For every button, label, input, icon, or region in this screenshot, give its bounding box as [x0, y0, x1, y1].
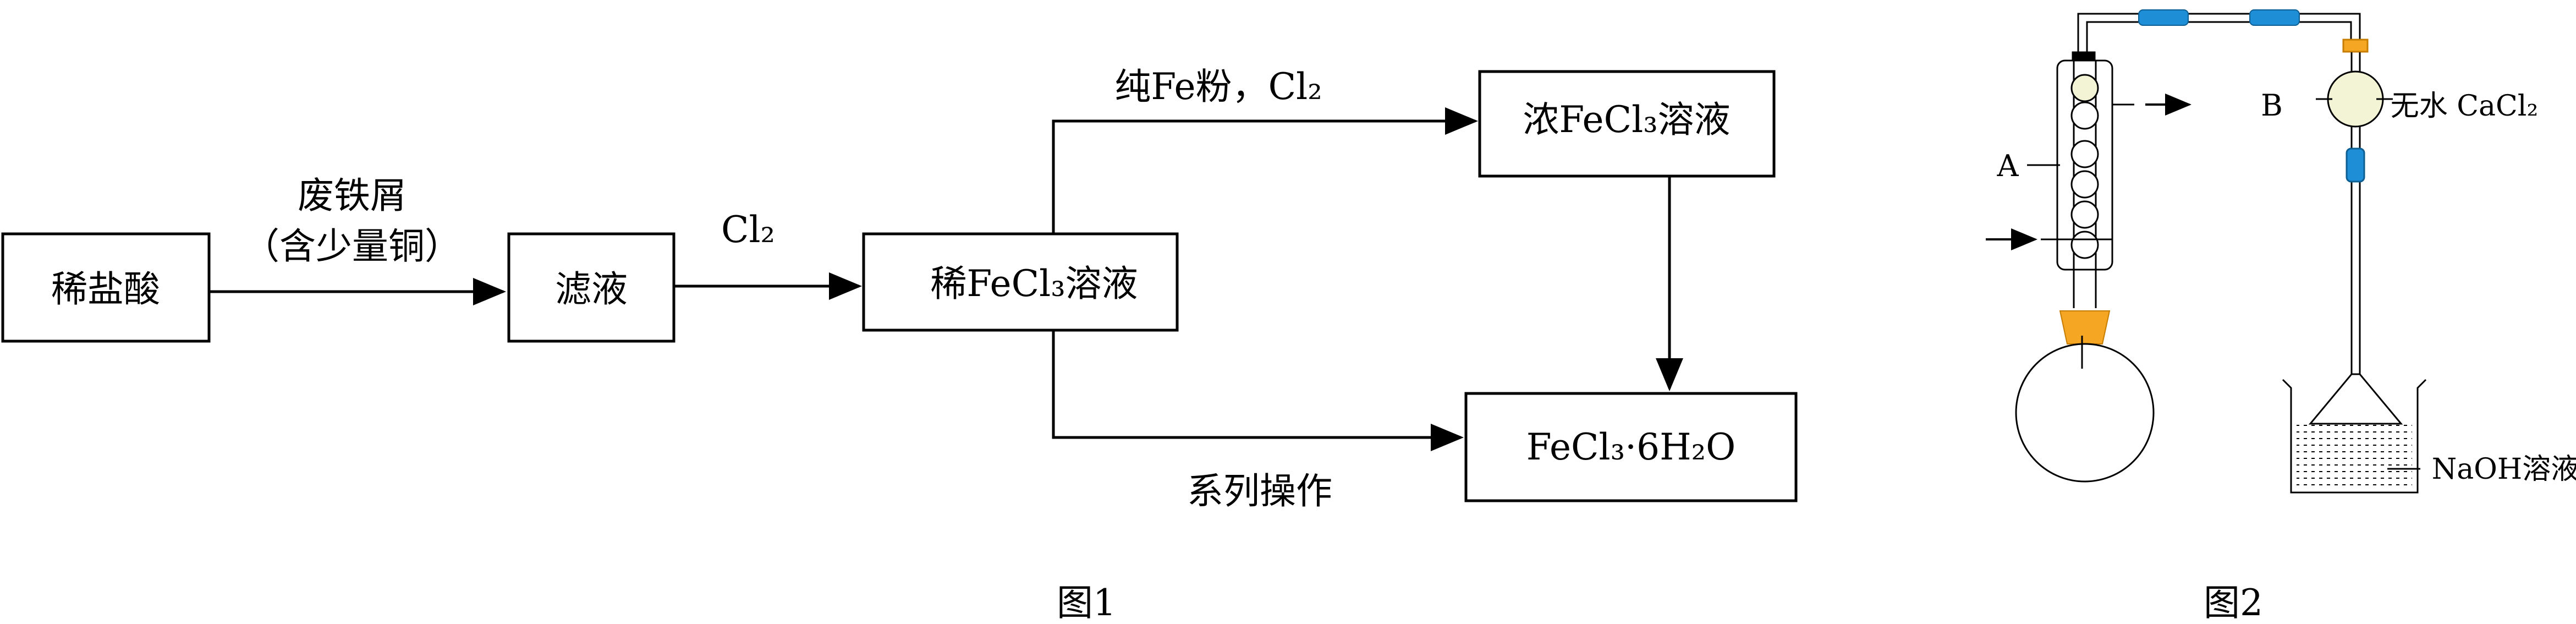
label-a: A: [1997, 149, 2019, 183]
rubber-connectors: [2138, 9, 2300, 26]
label-product: FeCl₃·6H₂O: [1526, 426, 1735, 468]
drying-tube-b: [2316, 39, 2393, 374]
figure1-flowchart: [1, 70, 1798, 502]
label-naoh-solution: NaOH溶液: [2432, 453, 2576, 486]
arrow-dilute-to-conc: [1052, 107, 1478, 234]
label-dilute-hcl: 稀盐酸: [51, 268, 160, 310]
label-cl2: Cl₂: [721, 209, 775, 251]
label-fe-powder-cl2: 纯Fe粉，Cl₂: [1114, 65, 1322, 108]
delivery-tube: [2077, 13, 2361, 52]
label-series-operations: 系列操作: [1187, 470, 1332, 512]
figure1-labels: 稀盐酸 滤液 稀FeCl₃溶液 浓FeCl₃溶液 FeCl₃·6H₂O 废铁屑 …: [51, 65, 1735, 624]
beaker-with-funnel: [2282, 373, 2427, 494]
condenser-a: [2041, 51, 2134, 308]
arrow-dilute-to-product: [1052, 330, 1464, 451]
box-dilute-hcl: [1, 232, 211, 343]
label-contains-copper: （含少量铜）: [243, 225, 461, 267]
box-conc-fecl3: [1478, 70, 1776, 178]
label-filtrate: 滤液: [555, 268, 628, 310]
water-flow-arrows: [1986, 94, 2191, 250]
caption-figure2: 图2: [2204, 582, 2263, 624]
label-conc-fecl3: 浓FeCl₃溶液: [1523, 98, 1730, 141]
caption-figure1: 图1: [1057, 582, 1116, 624]
label-drying-agent: 无水 CaCl₂: [2391, 90, 2539, 123]
label-dilute-fecl3: 稀FeCl₃溶液: [930, 262, 1138, 305]
round-bottom-flask: [2015, 336, 2155, 483]
label-iron-scrap: 废铁屑: [298, 174, 407, 217]
figure2-apparatus: A B 无水 CaCl₂: [1986, 9, 2576, 624]
box-dilute-fecl3: [862, 232, 1179, 332]
box-product: [1464, 392, 1798, 502]
rubber-stopper: [2059, 310, 2111, 344]
label-b: B: [2261, 88, 2283, 123]
